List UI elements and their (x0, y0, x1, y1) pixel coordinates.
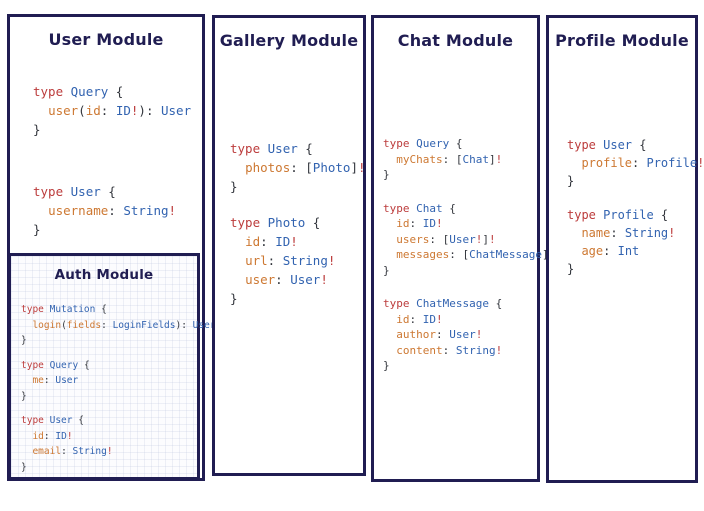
code-line: } (230, 291, 238, 306)
code-block: type Query { user(id: ID!): User} (33, 82, 202, 139)
code-line: id: ID! (32, 430, 73, 442)
code-line: type Chat { (383, 201, 456, 215)
code-line: } (230, 179, 238, 194)
code-block: type Profile { name: String! age: Int} (567, 206, 695, 278)
user-module-code: type Query { user(id: ID!): User}type Us… (33, 82, 202, 239)
code-line: username: String! (48, 203, 177, 218)
code-line: profile: Profile! (581, 156, 704, 170)
panel-chat-module: Chat Module type Query { myChats: [Chat]… (371, 15, 555, 482)
panel-gallery-module: Gallery Module type User { photos: [Phot… (212, 15, 366, 476)
code-line: type Profile { (567, 208, 669, 222)
code-line: author: User! (396, 328, 483, 341)
code-line: url: String! (245, 253, 336, 268)
code-line: user: User! (245, 272, 328, 287)
profile-module-title: Profile Module (555, 31, 689, 50)
code-line: user(id: ID!): User (48, 103, 192, 118)
panel-profile-module: Profile Module type User { profile: Prof… (546, 15, 704, 483)
code-line: login(fields: LoginFields): User (32, 319, 216, 331)
code-line: users: [User!]! (396, 232, 496, 246)
code-line: age: Int (581, 244, 640, 258)
code-line: type User { (230, 141, 313, 156)
chat-module-code: type Query { myChats: [Chat]!}type Chat … (383, 136, 555, 374)
code-line: email: String! (32, 446, 113, 457)
panel-auth-module: Auth Module type Mutation { login(fields… (8, 253, 216, 480)
gallery-module-code: type User { photos: [Photo]!}type Photo … (230, 139, 366, 308)
code-line: messages: [ChatMessage]! (396, 248, 555, 261)
code-line: type User { (21, 415, 84, 426)
code-block: type User { username: String!} (33, 182, 202, 239)
code-block: type Photo { id: ID! url: String! user: … (230, 213, 363, 308)
code-line: } (33, 222, 41, 237)
code-block: type Query { me: User} (21, 358, 197, 405)
code-line: } (383, 263, 390, 277)
code-line: type Query { (33, 84, 124, 99)
code-line: me: User (32, 375, 79, 386)
gallery-module-title: Gallery Module (219, 31, 359, 50)
code-line: } (21, 335, 27, 346)
panel-user-module: User Module type Query { user(id: ID!): … (7, 14, 216, 481)
code-block: type User { profile: Profile!} (567, 136, 704, 190)
code-line: photos: [Photo]! (245, 160, 366, 175)
code-block: type User { id: ID! email: String!} (21, 413, 197, 475)
code-line: name: String! (581, 226, 676, 240)
code-line: type Mutation { (21, 304, 107, 315)
code-line: } (21, 461, 27, 473)
code-line: id: ID! (396, 312, 443, 326)
code-line: } (21, 390, 27, 402)
code-line: id: ID! (245, 234, 298, 249)
code-line: myChats: [Chat]! (396, 152, 503, 166)
code-line: type Query { (383, 137, 463, 150)
code-line: type User { (33, 184, 116, 199)
code-line: } (383, 359, 390, 372)
code-line: content: String! (396, 343, 503, 357)
code-line: type Query { (21, 359, 90, 371)
code-block: type Query { myChats: [Chat]!} (383, 136, 537, 183)
code-line: type User { (567, 138, 647, 152)
code-line: } (567, 262, 575, 276)
code-line: } (33, 122, 41, 137)
auth-module-code: type Mutation { login(fields: LoginField… (21, 302, 216, 475)
code-block: type User { photos: [Photo]!} (230, 139, 366, 196)
code-line: } (567, 174, 575, 188)
profile-module-code: type User { profile: Profile!}type Profi… (567, 136, 704, 278)
auth-module-title: Auth Module (54, 267, 154, 283)
code-line: id: ID! (396, 217, 443, 230)
user-module-title: User Module (48, 30, 164, 49)
chat-module-title: Chat Module (397, 31, 514, 50)
code-block: type Mutation { login(fields: LoginField… (21, 302, 216, 349)
code-block: type ChatMessage { id: ID! author: User!… (383, 296, 537, 374)
code-line: type Photo { (230, 215, 321, 230)
code-line: } (383, 168, 390, 181)
code-line: type ChatMessage { (383, 297, 503, 310)
code-block: type Chat { id: ID! users: [User!]! mess… (383, 201, 555, 279)
